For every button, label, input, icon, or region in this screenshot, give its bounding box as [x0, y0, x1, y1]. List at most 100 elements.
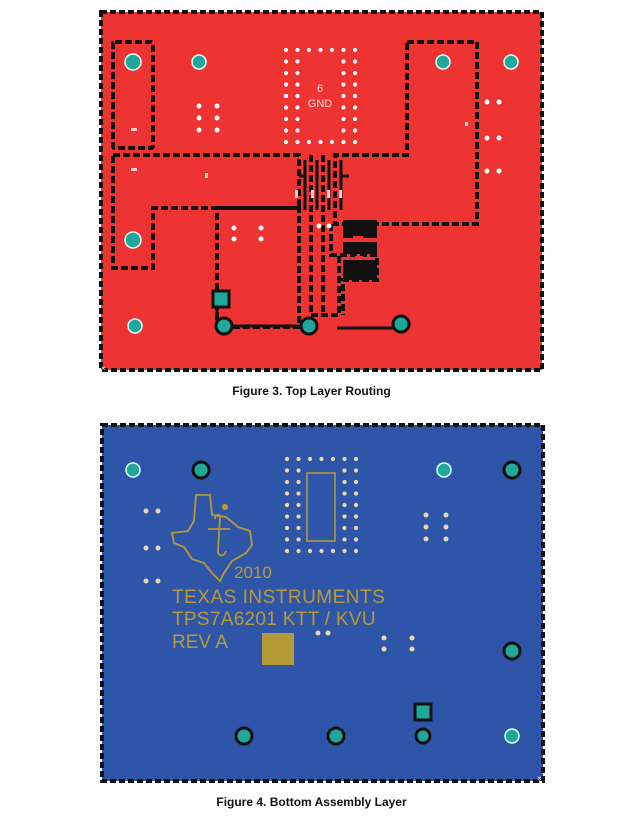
top-gnd-pin-number: 6 — [317, 83, 323, 95]
via — [295, 455, 302, 463]
bottom-board-fill — [102, 425, 543, 781]
via — [352, 490, 360, 497]
via — [341, 478, 348, 486]
via — [352, 478, 360, 486]
via — [340, 104, 347, 111]
bottom-pad-outline — [306, 472, 336, 542]
top-large-pads — [124, 53, 519, 336]
via — [294, 104, 301, 111]
via — [351, 58, 359, 65]
bottom-board-outline — [100, 423, 545, 783]
via — [340, 115, 347, 123]
via — [282, 81, 290, 88]
via — [283, 467, 291, 474]
bottom-gnd-via-grid — [283, 455, 360, 555]
via — [341, 490, 348, 497]
via — [318, 455, 325, 463]
via — [282, 69, 290, 77]
via — [295, 501, 302, 509]
via — [352, 467, 360, 474]
via — [317, 46, 324, 54]
via — [295, 490, 302, 497]
bottom-layer-board-figure: 2010 TEXAS INSTRUMENTS TPS7A6201 KTT / K… — [100, 423, 545, 783]
via — [352, 547, 360, 555]
top-corner-mark: × — [101, 364, 106, 372]
via — [352, 455, 360, 463]
top-board-outline — [99, 10, 544, 372]
via — [295, 547, 302, 555]
via — [282, 58, 290, 65]
via — [282, 138, 290, 146]
via — [294, 81, 301, 88]
via — [295, 524, 302, 532]
via — [351, 46, 359, 54]
figure-4-caption: Figure 4. Bottom Assembly Layer — [216, 795, 407, 809]
via — [294, 69, 301, 77]
via — [351, 69, 359, 77]
via — [283, 501, 291, 509]
via — [340, 81, 347, 88]
via — [351, 104, 359, 111]
via — [351, 138, 359, 146]
via — [341, 455, 348, 463]
via — [352, 536, 360, 543]
silk-label-block — [262, 633, 294, 665]
via — [341, 513, 348, 520]
via — [352, 501, 360, 509]
silk-year: 2010 — [234, 563, 272, 582]
silk-revision: REV A — [172, 632, 228, 653]
bottom-corner-mark: × — [537, 774, 542, 783]
via — [351, 115, 359, 123]
via — [294, 138, 301, 146]
top-silk-marks — [131, 122, 468, 198]
via — [340, 46, 347, 54]
via — [341, 524, 348, 532]
via — [352, 524, 360, 532]
top-small-vias — [196, 99, 502, 242]
via — [340, 92, 347, 100]
bottom-large-pads — [125, 460, 522, 746]
via — [328, 138, 336, 146]
via — [341, 501, 348, 509]
via — [351, 127, 359, 134]
via — [282, 127, 290, 134]
top-gnd-label: GND — [308, 98, 333, 110]
silk-part-number: TPS7A6201 KTT / KVU — [172, 609, 376, 630]
via — [283, 547, 291, 555]
via — [283, 513, 291, 520]
via — [306, 547, 314, 555]
via — [295, 467, 302, 474]
via — [283, 478, 291, 486]
ti-logo — [170, 494, 253, 583]
via — [340, 138, 347, 146]
via — [282, 46, 290, 54]
via — [340, 69, 347, 77]
via — [282, 115, 290, 123]
top-gnd-via-grid — [282, 46, 359, 146]
via — [318, 547, 325, 555]
via — [283, 455, 291, 463]
figure-3-caption: Figure 3. Top Layer Routing — [232, 384, 391, 398]
via — [294, 92, 301, 100]
via — [317, 138, 324, 146]
via — [294, 115, 301, 123]
via — [294, 127, 301, 134]
via — [329, 455, 337, 463]
via — [328, 46, 336, 54]
via — [340, 58, 347, 65]
via — [306, 455, 314, 463]
via — [282, 104, 290, 111]
via — [351, 92, 359, 100]
via — [305, 46, 313, 54]
top-layer-board-figure: 6 GND × — [99, 10, 544, 372]
via — [329, 547, 337, 555]
via — [341, 547, 348, 555]
via — [282, 92, 290, 100]
via — [294, 46, 301, 54]
via — [352, 513, 360, 520]
silk-company: TEXAS INSTRUMENTS — [172, 587, 385, 608]
via — [283, 490, 291, 497]
via — [341, 467, 348, 474]
via — [341, 536, 348, 543]
top-black-regions — [343, 220, 377, 280]
